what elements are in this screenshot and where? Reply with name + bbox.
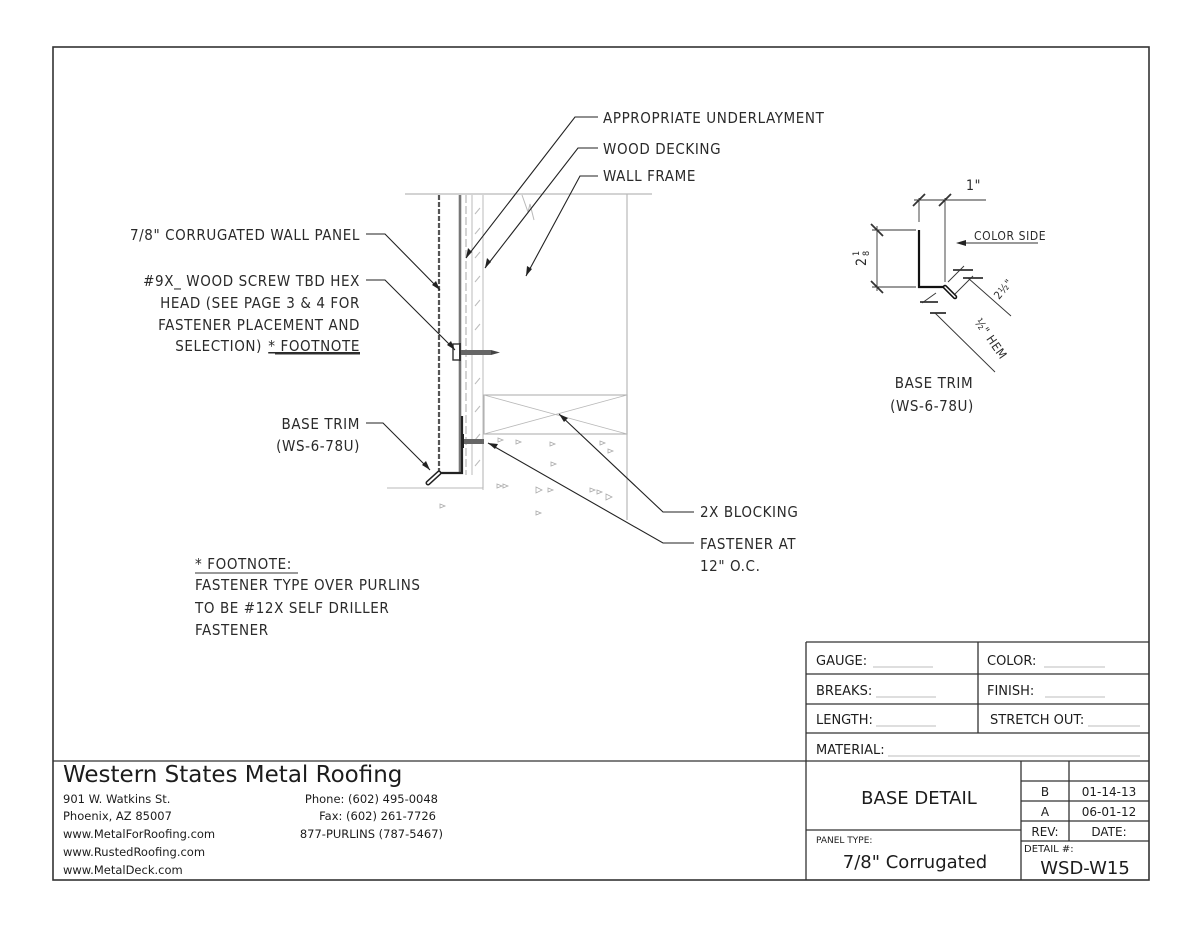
date-header: DATE: [1091, 825, 1126, 839]
revision-a-rev: A [1041, 805, 1050, 819]
panel-type-value: 7/8" Corrugated [843, 852, 987, 873]
website-1: www.MetalForRoofing.com [63, 827, 215, 841]
leader-blocking [558, 413, 694, 513]
callout-screw-footnote-ref: * FOOTNOTE [268, 337, 360, 355]
trim-fastener [462, 434, 484, 448]
trim-profile-detail [870, 193, 1038, 373]
footnote-line-3: FASTENER [195, 621, 269, 639]
title-block-fields: GAUGE: COLOR: BREAKS: FINISH: LENGTH: ST… [816, 654, 1140, 758]
address-line-2: Phoenix, AZ 85007 [63, 809, 172, 823]
leader-wall-frame [525, 175, 598, 277]
leader-fastener [487, 442, 694, 544]
toll-free: 877-PURLINS (787-5467) [300, 827, 443, 841]
callout-wall-frame: WALL FRAME [603, 167, 696, 185]
trim-profile-labels: 1" COLOR SIDE 2 1 8 2½" ½" HEM BASE TRIM… [852, 178, 1046, 415]
callout-screw-line-3: FASTENER PLACEMENT AND [158, 316, 360, 334]
dim-kick: 2½" [991, 277, 1015, 302]
panel-type-label: PANEL TYPE: [816, 836, 872, 846]
detail-number: WSD-W15 [1040, 858, 1130, 879]
dim-height-whole: 2 [854, 257, 870, 266]
color-side-label: COLOR SIDE [974, 229, 1046, 243]
leader-wood-decking [484, 147, 598, 269]
callout-underlayment: APPROPRIATE UNDERLAYMENT [603, 109, 825, 127]
callout-fastener-line-2: 12" O.C. [700, 557, 760, 575]
blocking [483, 394, 628, 435]
callout-base-trim-line-2: (WS-6-78U) [276, 437, 360, 455]
detail-number-label: DETAIL #: [1024, 844, 1074, 855]
footnote-line-1: FASTENER TYPE OVER PURLINS [195, 576, 421, 594]
title-block [53, 641, 1149, 880]
leader-screw [366, 279, 456, 351]
trim-profile-label-2: (WS-6-78U) [890, 397, 974, 415]
callout-screw-line-1: #9X_ WOOD SCREW TBD HEX [143, 272, 360, 291]
title-block-info: BASE DETAIL PANEL TYPE: 7/8" Corrugated … [816, 785, 1136, 879]
field-gauge: GAUGE: [816, 654, 867, 669]
rev-header: REV: [1031, 825, 1058, 839]
trim-profile-label-1: BASE TRIM [895, 374, 974, 392]
callout-screw-line-2: HEAD (SEE PAGE 3 & 4 FOR [160, 294, 360, 312]
callout-screw-line-4: SELECTION) [175, 337, 262, 355]
concrete-hatch [439, 437, 615, 516]
field-finish: FINISH: [987, 684, 1034, 699]
wood-screw [452, 343, 500, 361]
base-trim [439, 416, 464, 475]
footnote-line-2: TO BE #12X SELF DRILLER [194, 599, 389, 617]
company-name: Western States Metal Roofing [63, 762, 402, 788]
field-color: COLOR: [987, 654, 1036, 669]
callout-base-trim-line-1: BASE TRIM [281, 415, 360, 433]
callout-blocking: 2X BLOCKING [700, 503, 798, 521]
break-symbol [521, 194, 535, 221]
callout-wall-panel: 7/8" CORRUGATED WALL PANEL [130, 226, 360, 244]
sheet-border [52, 46, 1150, 881]
leader-wall-panel [366, 233, 441, 291]
trim-profile-shape [917, 230, 945, 289]
field-stretch-out: STRETCH OUT: [990, 713, 1084, 728]
phone: Phone: (602) 495-0048 [305, 792, 438, 806]
callout-wood-decking: WOOD DECKING [603, 140, 721, 158]
footnote-title: * FOOTNOTE: [195, 555, 292, 573]
footnote: * FOOTNOTE: FASTENER TYPE OVER PURLINS T… [194, 555, 421, 639]
field-length: LENGTH: [816, 713, 873, 728]
dim-width: 1" [966, 178, 981, 194]
drawing-title: BASE DETAIL [861, 788, 977, 809]
revision-b-rev: B [1041, 785, 1049, 799]
callout-fastener-line-1: FASTENER AT [700, 535, 796, 553]
website-3: www.MetalDeck.com [63, 863, 183, 877]
wall-section-detail [366, 116, 694, 544]
section-callouts: APPROPRIATE UNDERLAYMENT WOOD DECKING WA… [130, 109, 825, 575]
website-2: www.RustedRoofing.com [63, 845, 205, 859]
company-block: Western States Metal Roofing 901 W. Watk… [63, 762, 443, 877]
dim-height-num: 1 [852, 250, 862, 256]
revision-a-date: 06-01-12 [1082, 805, 1136, 819]
fax: Fax: (602) 261-7726 [319, 809, 436, 823]
decking-hatch [474, 207, 481, 467]
field-material: MATERIAL: [816, 743, 885, 758]
address-line-1: 901 W. Watkins St. [63, 792, 170, 806]
field-breaks: BREAKS: [816, 684, 872, 699]
leader-underlayment [465, 116, 598, 259]
revision-b-date: 01-14-13 [1082, 785, 1136, 799]
dim-height-den: 8 [862, 250, 872, 256]
leader-base-trim [366, 422, 431, 471]
